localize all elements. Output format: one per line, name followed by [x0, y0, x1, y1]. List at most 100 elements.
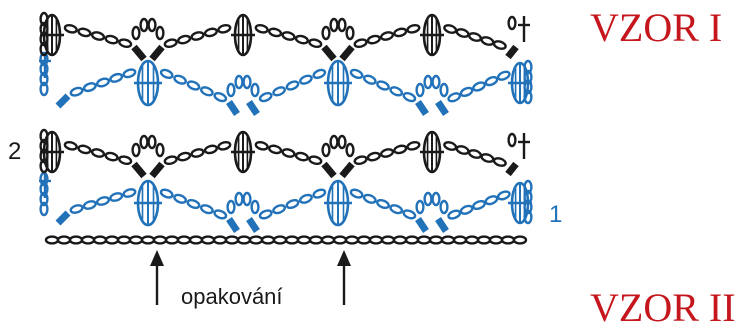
chain-stitch — [39, 41, 49, 57]
chain-stitch — [226, 82, 236, 98]
chain-stitch — [39, 51, 49, 67]
chain-stitch — [272, 204, 287, 215]
dc-bar — [505, 44, 519, 60]
chain-stitch — [455, 145, 470, 155]
chain-stitch — [104, 34, 119, 45]
chain-stitch — [139, 134, 149, 150]
chain-stitch — [285, 198, 300, 210]
chain-stitch — [362, 74, 377, 85]
chain-stitch — [186, 198, 201, 210]
chain-stitch — [250, 82, 260, 98]
chain-stitch — [159, 188, 174, 199]
chain-stitch — [118, 155, 133, 166]
chain-stitch — [254, 23, 269, 34]
chain-stitch — [345, 142, 355, 158]
dc-bar — [131, 44, 147, 62]
chain-stitch — [379, 148, 395, 158]
chain-stitch — [492, 40, 507, 50]
chain-stitch — [353, 155, 368, 166]
chain-stitch — [329, 134, 339, 150]
chain-stitch — [389, 204, 404, 215]
chain-stitch — [402, 209, 417, 220]
chain-stitch — [488, 235, 504, 245]
chain-stitch — [472, 81, 486, 92]
chain-stitch — [281, 31, 296, 41]
chain-stitch — [308, 235, 324, 245]
chain-stitch — [467, 32, 483, 42]
chain-stitch — [200, 235, 216, 245]
chain-stitch — [299, 74, 313, 85]
chain-stitch — [431, 74, 441, 90]
chain-stitch — [236, 235, 252, 245]
chain-stitch — [507, 132, 517, 148]
chain-stitch — [284, 235, 300, 245]
chain-stitch — [131, 142, 141, 158]
chain-stitch — [56, 235, 72, 245]
chain-stitch — [281, 148, 296, 158]
chain-stitch — [155, 25, 165, 41]
chain-stitch — [242, 74, 252, 90]
chain-stitch — [173, 74, 187, 85]
chain-stitch — [389, 86, 404, 97]
chain-stitch — [122, 68, 137, 79]
chain-stitch — [512, 235, 528, 245]
chain-stitch — [464, 235, 480, 245]
chain-stitch — [63, 140, 78, 151]
chain-stitch — [380, 235, 396, 245]
dc-bar — [415, 100, 429, 116]
chain-stitch — [308, 38, 323, 49]
chain-stitch — [95, 196, 111, 206]
chain-stitch — [173, 193, 188, 204]
chain-stitch — [294, 34, 309, 45]
chain-stitch — [484, 195, 499, 206]
chain-stitch — [404, 235, 420, 245]
chain-stitch — [523, 69, 533, 85]
chain-stitch — [90, 148, 106, 158]
chain-stitch — [152, 235, 168, 245]
dc-bar — [415, 217, 429, 233]
chain-stitch — [213, 209, 228, 220]
chain-stitch — [345, 25, 355, 41]
dc-bar — [435, 100, 449, 116]
chain-stitch — [332, 235, 348, 245]
chain-stitch — [268, 27, 283, 38]
chain-stitch — [200, 86, 214, 97]
chain-stitch — [337, 134, 347, 150]
dc-bar — [226, 217, 240, 233]
chain-stitch — [415, 82, 425, 98]
chain-stitch — [213, 91, 228, 103]
chain-stitch — [39, 71, 49, 87]
dc-bar — [246, 217, 260, 233]
dc-bar — [246, 100, 260, 116]
chain-stitch — [163, 38, 178, 49]
chain-stitch — [109, 72, 124, 83]
chain-stitch — [163, 155, 178, 166]
chain-stitch — [140, 235, 156, 245]
chain-stitch — [447, 92, 462, 103]
chain-stitch — [122, 188, 137, 198]
chain-stitch — [392, 235, 408, 245]
chain-stitch — [431, 191, 441, 207]
chain-stitch — [80, 235, 96, 245]
chain-stitch — [268, 144, 283, 155]
chain-stitch — [104, 151, 119, 162]
chain-stitch — [523, 89, 533, 105]
chain-stitch — [109, 192, 124, 202]
chain-stitch — [272, 86, 286, 97]
dc-bar — [505, 161, 519, 177]
row-number-1: 1 — [549, 201, 563, 228]
chain-stitch — [147, 17, 157, 33]
chain-stitch — [428, 235, 444, 245]
chain-stitch — [203, 144, 218, 155]
dc-bar — [435, 217, 449, 233]
chain-stitch — [480, 36, 495, 46]
chain-stitch — [415, 199, 425, 215]
chain-stitch — [523, 199, 533, 215]
dc-bar — [149, 44, 165, 62]
chain-stitch — [492, 157, 507, 167]
dc-bar — [339, 161, 355, 179]
chain-stitch — [366, 34, 381, 45]
chain-stitch — [368, 235, 384, 245]
chain-stitch — [39, 11, 49, 27]
